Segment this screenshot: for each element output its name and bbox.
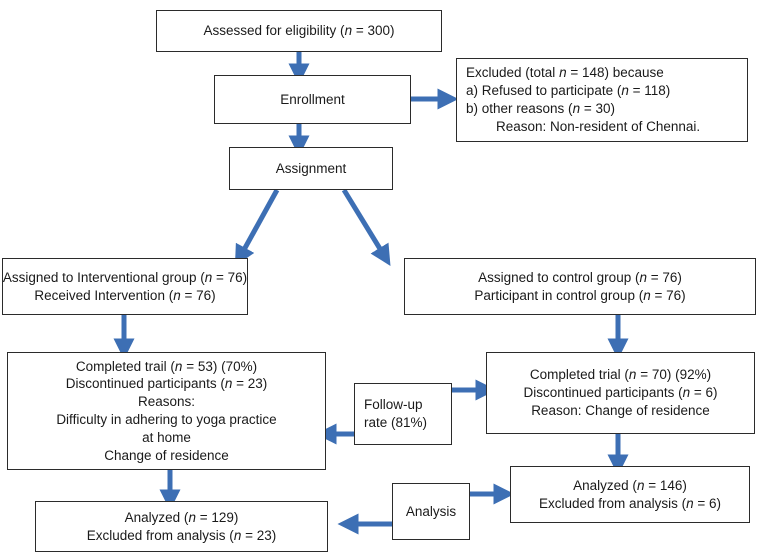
assessed-for-eligibility-box: Assessed for eligibility (n = 300) bbox=[156, 10, 442, 52]
arrow-assignment-to-interventional bbox=[234, 188, 280, 267]
interventional-group-line-2: Received Intervention (n = 76) bbox=[34, 287, 216, 303]
enrollment-box: Enrollment bbox=[214, 75, 411, 124]
assignment-label: Assignment bbox=[275, 160, 347, 176]
control-analyzed-line-2: Excluded from analysis (n = 6) bbox=[539, 495, 721, 511]
control-analyzed-line-1: Analyzed (n = 146) bbox=[573, 477, 687, 493]
excluded-line-4: Reason: Non-resident of Chennai. bbox=[496, 118, 701, 134]
control-followup-box: Completed trial (n = 70) (92%) Discontin… bbox=[486, 352, 755, 434]
assessed-line-1: Assessed for eligibility (n = 300) bbox=[203, 23, 395, 39]
interventional-group-box: Assigned to Interventional group (n = 76… bbox=[2, 258, 248, 315]
interventional-followup-box: Completed trail (n = 53) (70%) Discontin… bbox=[7, 352, 326, 470]
interventional-followup-line-3: Reasons: bbox=[137, 394, 196, 410]
control-followup-line-2: Discontinued participants (n = 6) bbox=[523, 385, 718, 401]
assignment-box: Assignment bbox=[229, 147, 393, 190]
excluded-line-1: Excluded (total n = 148) because bbox=[466, 65, 664, 81]
arrow-assignment-to-control bbox=[341, 188, 391, 266]
interventional-analyzed-line-1: Analyzed (n = 129) bbox=[124, 509, 239, 525]
followup-rate-line-1: Follow-up bbox=[364, 397, 423, 413]
interventional-analyzed-box: Analyzed (n = 129) Excluded from analysi… bbox=[35, 501, 328, 552]
excluded-line-2: a) Refused to participate (n = 118) bbox=[466, 83, 671, 99]
control-group-line-2: Participant in control group (n = 76) bbox=[474, 287, 686, 303]
followup-rate-line-2: rate (81%) bbox=[364, 415, 428, 430]
enrollment-label: Enrollment bbox=[280, 91, 345, 107]
control-group-line-1: Assigned to control group (n = 76) bbox=[478, 269, 682, 285]
excluded-box: Excluded (total n = 148) because a) Refu… bbox=[456, 58, 748, 142]
interventional-analyzed-line-2: Excluded from analysis (n = 23) bbox=[86, 527, 277, 543]
excluded-line-3: b) other reasons (n = 30) bbox=[466, 101, 615, 116]
interventional-followup-line-5: at home bbox=[142, 429, 191, 445]
control-followup-line-1: Completed trial (n = 70) (92%) bbox=[529, 367, 712, 383]
interventional-followup-line-6: Change of residence bbox=[104, 447, 229, 463]
analysis-box: Analysis bbox=[392, 483, 470, 540]
control-followup-line-3: Reason: Change of residence bbox=[531, 402, 710, 418]
interventional-followup-line-1: Completed trail (n = 53) (70%) bbox=[75, 358, 258, 374]
followup-rate-box: Follow-up rate (81%) bbox=[354, 383, 452, 445]
analysis-label: Analysis bbox=[405, 503, 457, 519]
interventional-group-line-1: Assigned to Interventional group (n = 76… bbox=[2, 269, 248, 285]
control-group-box: Assigned to control group (n = 76) Parti… bbox=[404, 258, 756, 315]
control-analyzed-box: Analyzed (n = 146) Excluded from analysi… bbox=[510, 466, 750, 523]
interventional-followup-line-2: Discontinued participants (n = 23) bbox=[65, 376, 268, 392]
interventional-followup-line-4: Difficulty in adhering to yoga practice bbox=[56, 412, 277, 427]
